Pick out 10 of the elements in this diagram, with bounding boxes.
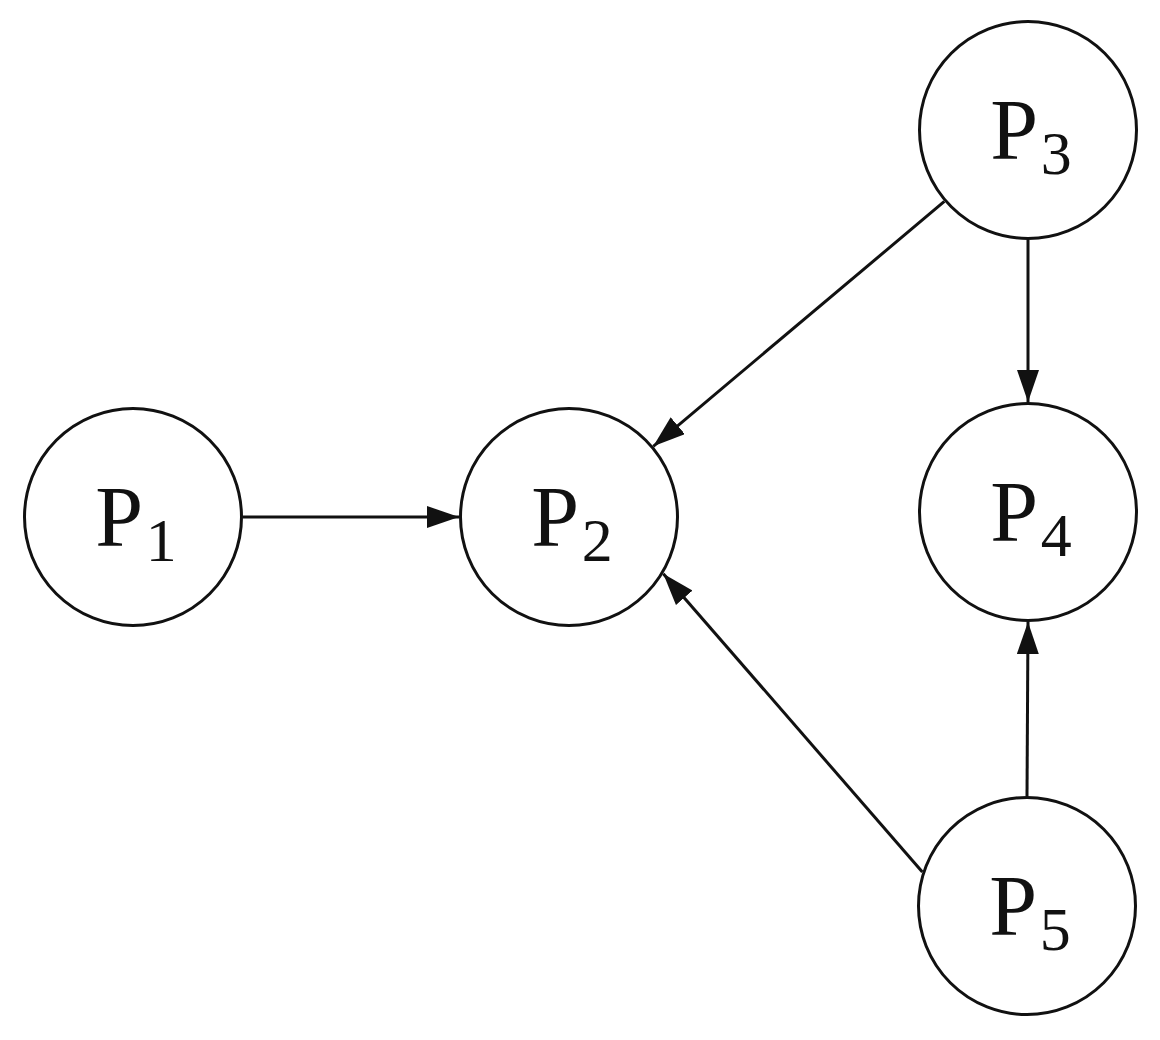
arrow	[652, 200, 946, 448]
node-label: P$_{3}$	[989, 87, 1072, 173]
node-label: P$_{1}$	[94, 474, 177, 560]
arrow	[243, 506, 459, 528]
arrow	[662, 572, 924, 873]
arrow	[1017, 240, 1039, 402]
node-label: P$_{2}$	[530, 474, 613, 560]
node-label: P$_{5}$	[988, 863, 1071, 949]
node-label: P$_{4}$	[989, 469, 1072, 555]
arrow	[1016, 622, 1039, 796]
